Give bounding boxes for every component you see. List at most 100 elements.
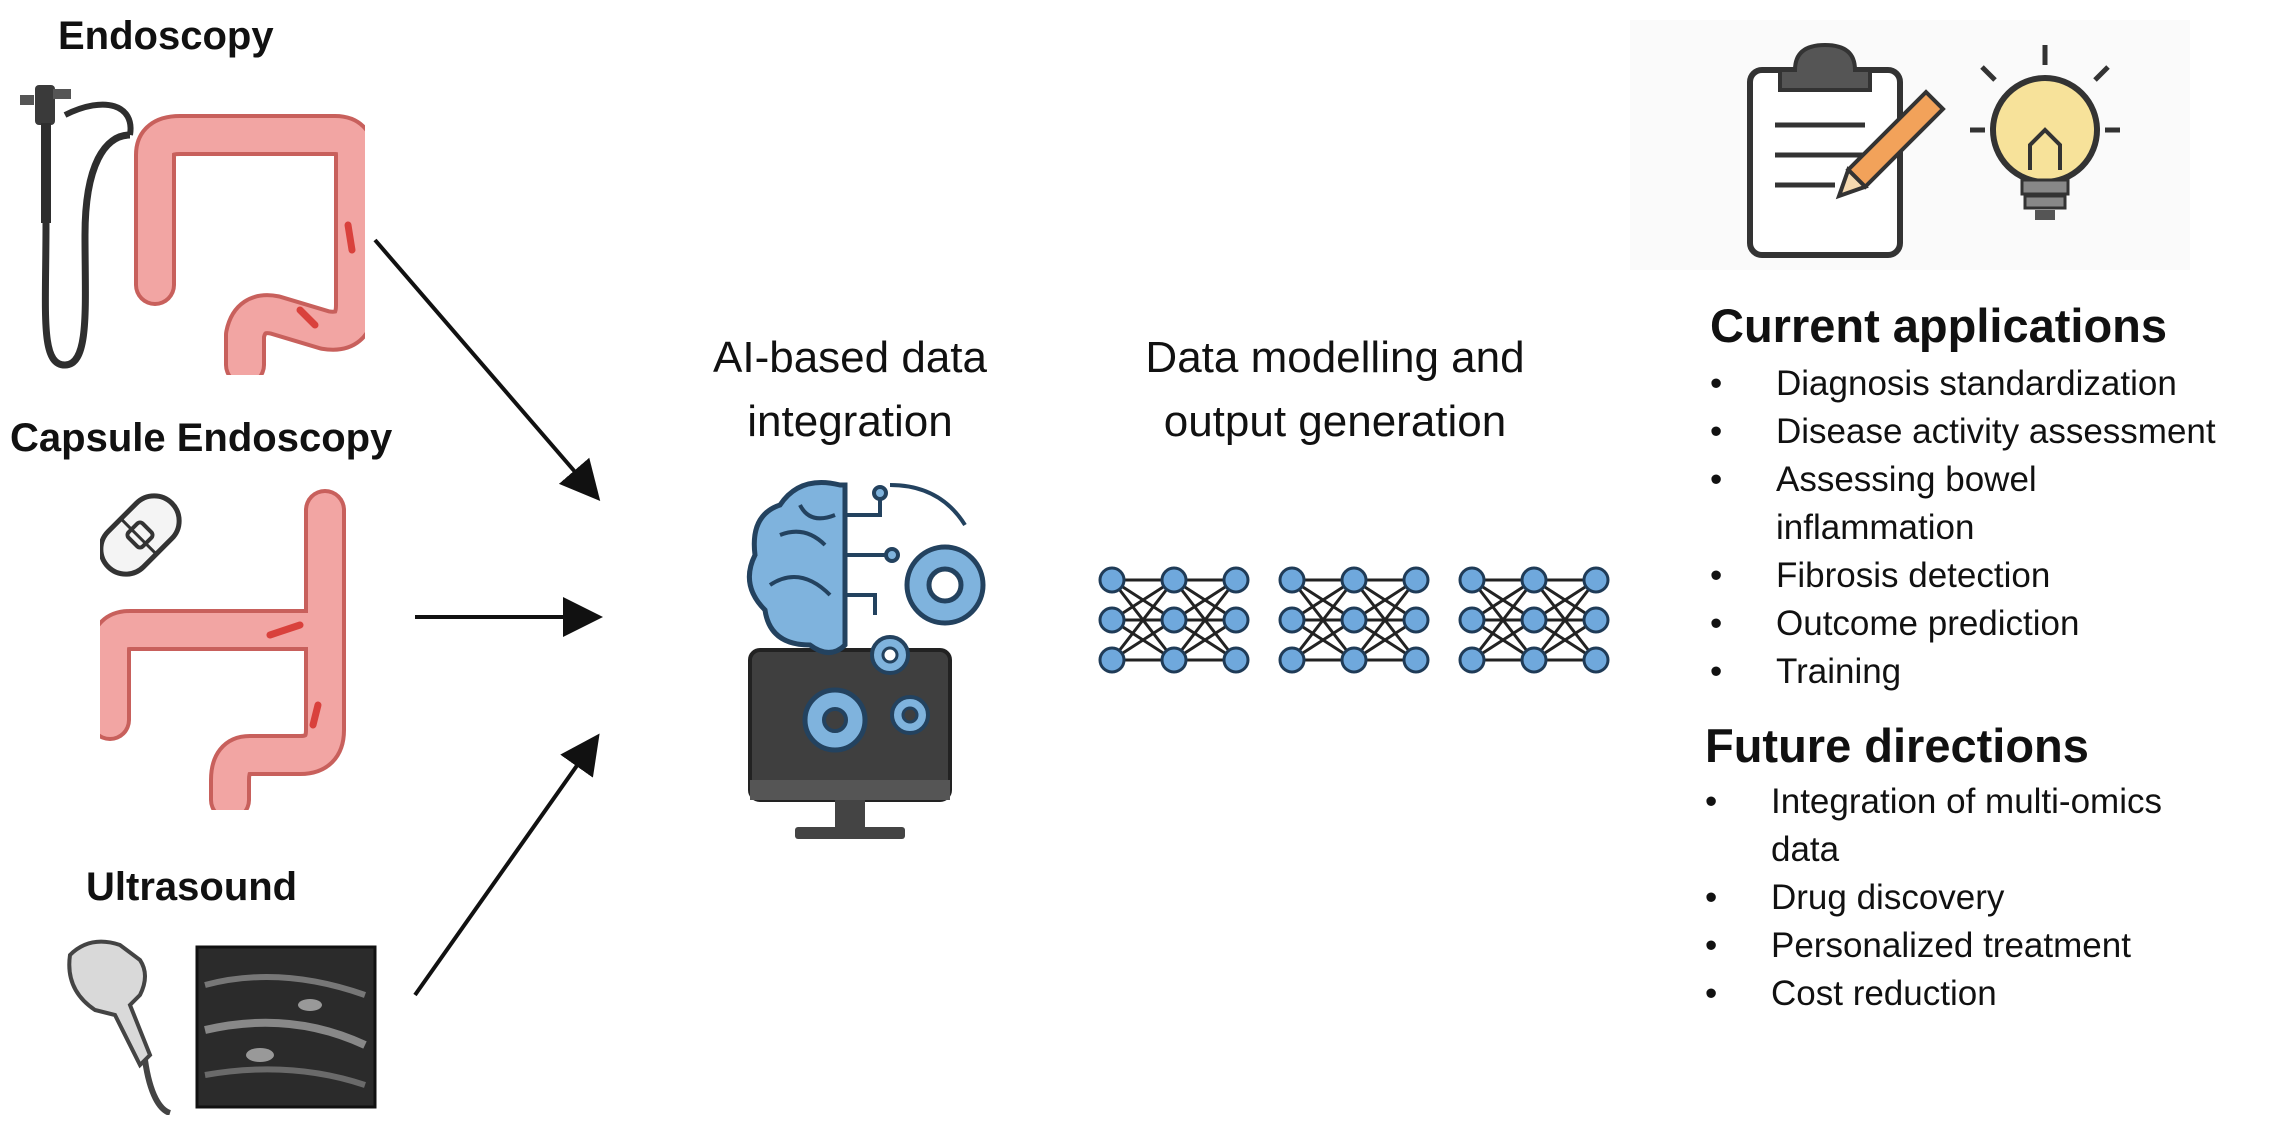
ai-brain-computer-illustration: [740, 465, 1030, 865]
ultrasound-scan-icon: [195, 945, 377, 1109]
capsule-icon: [100, 493, 182, 577]
network-node: [1278, 646, 1306, 674]
arrow-endoscopy: [373, 238, 601, 502]
future-directions-heading: Future directions: [1705, 719, 2089, 772]
gear-icon: [870, 635, 910, 675]
list-item: • Diagnosis standardization: [1710, 360, 2216, 408]
modelling-title: Data modelling and output generation: [1145, 333, 1525, 446]
list-item-text: data: [1771, 830, 1840, 869]
network-node: [1402, 566, 1430, 594]
gear-icon: [802, 687, 868, 753]
list-item-text: Outcome prediction: [1776, 604, 2080, 643]
capsule-colon-illustration: [100, 480, 370, 810]
network-node: [1520, 566, 1548, 594]
neural-networks: [1098, 566, 1610, 674]
clipboard-icon: [1747, 42, 1903, 258]
integration-title: AI-based data integration: [713, 333, 987, 446]
bullet-mark: •: [1705, 926, 1718, 965]
network-node: [1582, 646, 1610, 674]
ultrasound-illustration: [60, 935, 380, 1115]
pencil-icon: [1835, 89, 1946, 200]
network-node: [1160, 566, 1188, 594]
current-applications-heading: Current applications: [1710, 299, 2168, 352]
network-node: [1458, 566, 1486, 594]
list-item: • Outcome prediction: [1710, 600, 2216, 648]
list-item: • Integration of multi-omics data: [1705, 778, 2162, 874]
gear-icon: [904, 544, 986, 626]
clipboard-lightbulb-illustration: [1630, 20, 2190, 270]
future-directions-list: • Integration of multi-omics data • Drug dis…: [1705, 778, 2162, 1018]
neural-network-icon: [1278, 566, 1430, 674]
colon-icon: [100, 489, 346, 810]
network-node: [1340, 566, 1368, 594]
brain-icon: [746, 480, 848, 655]
network-node: [1098, 606, 1126, 634]
list-item-text: Diagnosis standardization: [1776, 364, 2177, 403]
list-item: • Disease activity assessment: [1710, 408, 2216, 456]
bullet-mark: •: [1705, 974, 1718, 1013]
network-node: [1520, 606, 1548, 634]
capsule-endoscopy-label: Capsule Endoscopy: [10, 416, 393, 460]
network-node: [1458, 646, 1486, 674]
network-node: [1582, 566, 1610, 594]
neural-network-icon: [1098, 566, 1250, 674]
ultrasound-label: Ultrasound: [86, 865, 298, 909]
network-node: [1340, 646, 1368, 674]
input-arrows: [373, 238, 603, 997]
endoscope-icon: [20, 85, 134, 369]
bullet-mark: •: [1705, 782, 1718, 821]
network-node: [1222, 566, 1250, 594]
bullet-mark: •: [1705, 878, 1718, 917]
network-node: [1402, 606, 1430, 634]
network-edge: [1110, 579, 1176, 661]
list-item-text: Drug discovery: [1771, 878, 2005, 917]
list-item: • Personalized treatment: [1705, 922, 2162, 970]
list-item: • Training: [1710, 648, 2216, 696]
circuit-lines: [845, 483, 967, 615]
ultrasound-probe-icon: [67, 939, 172, 1115]
list-item-text: inflammation: [1776, 508, 1975, 547]
neural-network-icon: [1458, 566, 1610, 674]
network-node: [1582, 606, 1610, 634]
network-node: [1222, 646, 1250, 674]
network-edge: [1290, 579, 1356, 661]
network-edge: [1470, 579, 1536, 661]
arrow-ultrasound: [413, 733, 600, 997]
bullet-mark: •: [1710, 604, 1723, 643]
network-edge: [1172, 579, 1238, 661]
list-item-text: Assessing bowel: [1776, 460, 2037, 499]
bullet-mark: •: [1710, 460, 1723, 499]
network-node: [1160, 646, 1188, 674]
list-item-text: Training: [1776, 652, 1902, 691]
network-node: [1222, 606, 1250, 634]
network-node: [1520, 646, 1548, 674]
list-item: • Drug discovery: [1705, 874, 2162, 922]
endoscope-colon-illustration: [15, 75, 365, 375]
network-node: [1402, 646, 1430, 674]
network-node: [1098, 646, 1126, 674]
bullet-mark: •: [1710, 412, 1723, 451]
network-node: [1160, 606, 1188, 634]
list-item-text: Integration of multi-omics: [1771, 782, 2162, 821]
network-node: [1098, 566, 1126, 594]
network-node: [1278, 606, 1306, 634]
list-item-text: Personalized treatment: [1771, 926, 2131, 965]
network-node: [1278, 566, 1306, 594]
endoscopy-label: Endoscopy: [58, 14, 274, 58]
bullet-mark: •: [1710, 364, 1723, 403]
list-item-text: Cost reduction: [1771, 974, 1997, 1013]
bullet-mark: •: [1710, 556, 1723, 595]
list-item: • Assessing bowel inflammation: [1710, 456, 2216, 552]
list-item-text: Fibrosis detection: [1776, 556, 2051, 595]
colon-icon: [134, 114, 365, 375]
list-item: • Fibrosis detection: [1710, 552, 2216, 600]
network-edge: [1352, 579, 1418, 661]
lightbulb-icon: [1970, 45, 2120, 220]
current-applications-list: • Diagnosis standardization • Disease activ…: [1710, 360, 2216, 696]
gear-icon: [890, 695, 930, 735]
list-item-text: Disease activity assessment: [1776, 412, 2216, 451]
list-item: • Cost reduction: [1705, 970, 2162, 1018]
network-edge: [1532, 579, 1598, 661]
bullet-mark: •: [1710, 652, 1723, 691]
network-node: [1340, 606, 1368, 634]
